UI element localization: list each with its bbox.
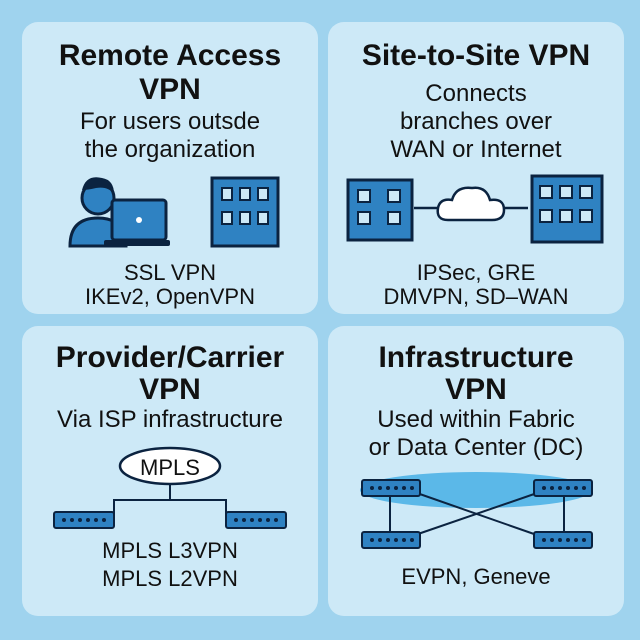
card-title-line1: Remote Access: [58, 39, 282, 72]
card-provider-carrier: Provider/Carrier VPN Via ISP infrastruct…: [22, 326, 318, 616]
card-desc-line1: Used within Fabric: [377, 406, 575, 433]
building-icon: [346, 178, 414, 242]
card-desc-line2: branches over: [399, 108, 553, 135]
cloud-icon: [436, 186, 506, 222]
card-remote-access: Remote Access VPN For users outsde the o…: [22, 22, 318, 314]
card-foot-line2: MPLS L2VPN: [102, 566, 238, 591]
mpls-label: MPLS: [140, 455, 200, 480]
card-title-line1: Provider/Carrier: [55, 341, 285, 374]
building-icon: [530, 174, 604, 244]
switch-icon: [533, 531, 593, 549]
card-desc-line3: WAN or Internet: [390, 136, 562, 163]
card-foot-line1: MPLS L3VPN: [102, 538, 238, 563]
switch-icon: [225, 511, 287, 529]
card-desc-line2: the organization: [84, 136, 256, 163]
card-foot-line2: DMVPN, SD–WAN: [383, 284, 569, 309]
card-site-to-site: Site-to-Site VPN Connects branches over …: [328, 22, 624, 314]
card-title-line2: VPN: [139, 73, 201, 106]
building-icon: [210, 176, 280, 248]
site-to-site-diagram: [346, 174, 604, 244]
person-laptop-icon: [68, 177, 170, 248]
mpls-cloud-icon: [118, 446, 222, 486]
mpls-diagram: [53, 446, 287, 529]
switch-icon: [361, 531, 421, 549]
card-title-line2: VPN: [139, 373, 201, 406]
card-title-line2: VPN: [445, 373, 507, 406]
switch-icon: [53, 511, 115, 529]
switch-icon: [361, 479, 421, 497]
card-foot-line2: IKEv2, OpenVPN: [85, 284, 255, 309]
card-desc-line2: or Data Center (DC): [368, 434, 584, 461]
card-title-line1: Infrastructure: [378, 341, 574, 374]
card-foot-line1: EVPN, Geneve: [401, 564, 551, 589]
card-desc-line1: Connects: [425, 80, 527, 107]
card-desc-line1: For users outsde: [79, 108, 261, 135]
card-title-line1: Site-to-Site VPN: [361, 39, 591, 72]
fabric-diagram: [360, 472, 593, 549]
switch-icon: [533, 479, 593, 497]
card-foot-line1: SSL VPN: [123, 260, 217, 285]
card-infrastructure: Infrastructure VPN Used within Fabric or…: [328, 326, 624, 616]
card-foot-line1: IPSec, GRE: [416, 260, 536, 285]
card-desc-line1: Via ISP infrastructure: [57, 406, 283, 433]
